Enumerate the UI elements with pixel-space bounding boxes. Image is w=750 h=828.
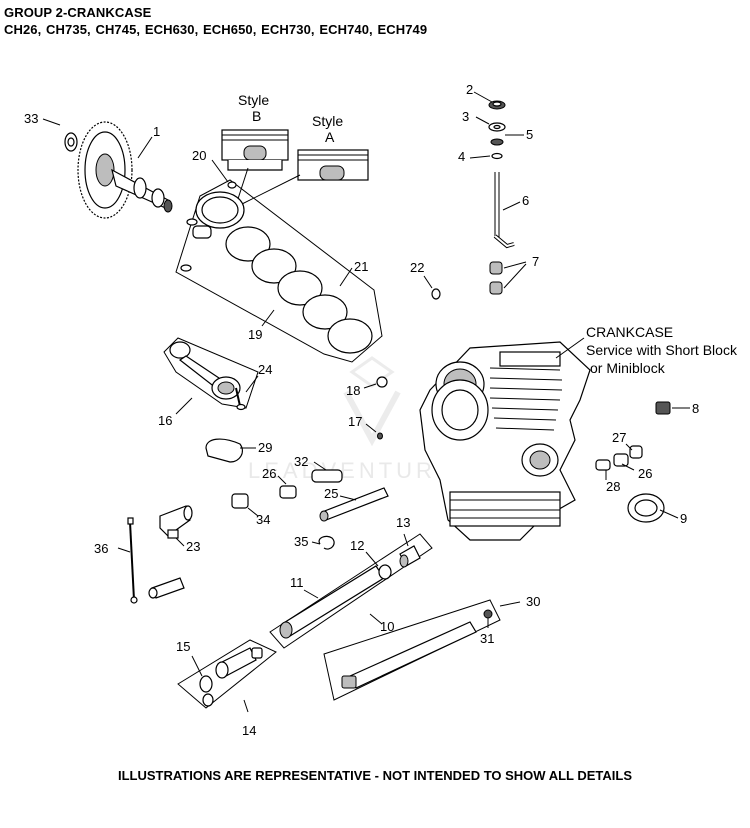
callout-27: 27 — [612, 430, 626, 445]
callout-25: 25 — [324, 486, 338, 501]
piston-style-b — [221, 129, 289, 171]
breather-gasket — [205, 438, 243, 463]
callout-22: 22 — [410, 260, 424, 275]
piston-style-a — [297, 149, 369, 181]
callout-20: 20 — [192, 148, 206, 163]
valve-cap — [488, 100, 506, 110]
piston-pin-clip — [227, 181, 237, 189]
dipstick-tube — [148, 577, 185, 599]
callout-35: 35 — [294, 534, 308, 549]
hydraulic-lifters — [489, 261, 503, 295]
callout-34: 34 — [256, 512, 270, 527]
crankcase-block — [419, 341, 591, 541]
crankcase-service-note-2: or Miniblock — [590, 360, 666, 376]
callout-24: 24 — [258, 362, 272, 377]
callout-3: 3 — [462, 109, 469, 124]
piston-body — [180, 191, 245, 272]
callout-21: 21 — [354, 259, 368, 274]
o-ring — [491, 152, 503, 160]
model-list: CH26, CH735, CH745, ECH630, ECH650, ECH7… — [4, 22, 428, 37]
piston-rings — [225, 226, 373, 354]
callout-7: 7 — [532, 254, 539, 269]
callout-1: 1 — [153, 124, 160, 139]
breather-tube — [341, 621, 477, 689]
expansion-plug — [431, 288, 441, 300]
page-title: GROUP 2-CRANKCASE — [4, 5, 152, 20]
pipe-plug — [377, 432, 383, 440]
callout-28: 28 — [606, 479, 620, 494]
breather-tube-group-frame — [323, 599, 501, 701]
sleeve-bushings — [311, 469, 343, 483]
valve-washer — [488, 122, 506, 132]
dipstick — [127, 517, 138, 604]
callout-numbers: 1 2 3 4 5 6 7 8 9 10 11 12 13 14 15 16 1… — [24, 82, 699, 738]
callout-12: 12 — [350, 538, 364, 553]
callout-14: 14 — [242, 723, 256, 738]
oil-tube — [319, 487, 389, 522]
callout-13: 13 — [396, 515, 410, 530]
callout-8: 8 — [692, 401, 699, 416]
callout-15: 15 — [176, 639, 190, 654]
connecting-rod — [169, 341, 241, 400]
bushing — [279, 485, 297, 499]
callout-5: 5 — [526, 127, 533, 142]
callout-16: 16 — [158, 413, 172, 428]
callout-26-left: 26 — [262, 466, 276, 481]
camshaft-washer — [64, 132, 78, 152]
connecting-rod-frame — [163, 337, 259, 409]
style-b-letter: B — [252, 108, 261, 124]
crankcase-title: CRANKCASE — [586, 324, 673, 340]
breather-bolt — [483, 609, 493, 619]
callout-23: 23 — [186, 539, 200, 554]
hose-clamp — [318, 535, 335, 550]
header: GROUP 2-CRANKCASE CH26, CH735, CH745, EC… — [4, 4, 427, 38]
oil-drain-plug — [655, 401, 671, 415]
flange-bushing — [231, 493, 249, 509]
callout-11: 11 — [290, 575, 304, 590]
tube-clamp — [378, 564, 392, 580]
oil-pressure-group-frame — [177, 639, 277, 709]
callout-30: 30 — [526, 594, 540, 609]
camshaft-gear — [77, 121, 173, 219]
callout-4: 4 — [458, 149, 465, 164]
dowel-pins — [595, 445, 643, 471]
pushrod — [493, 172, 515, 249]
callout-33: 33 — [24, 111, 38, 126]
callout-18: 18 — [346, 383, 360, 398]
callout-10: 10 — [380, 619, 394, 634]
style-a-label: Style — [312, 113, 343, 129]
connecting-rod-bolt — [235, 387, 246, 411]
style-a-letter: A — [325, 129, 335, 145]
callout-32: 32 — [294, 454, 308, 469]
callout-6: 6 — [522, 193, 529, 208]
callout-2: 2 — [466, 82, 473, 97]
valve-seal — [490, 138, 504, 146]
piston-ring-group-frame — [175, 179, 383, 363]
oil-seal — [627, 493, 665, 523]
oil-pressure-switch — [215, 647, 263, 679]
callout-9: 9 — [680, 511, 687, 526]
disclaimer: ILLUSTRATIONS ARE REPRESENTATIVE - NOT I… — [118, 768, 632, 783]
switch-wire-clip — [199, 675, 214, 707]
watermark-text: LEADVENTURE — [248, 458, 455, 483]
oil-filter-adapter — [159, 505, 193, 539]
callout-17: 17 — [348, 414, 362, 429]
callout-19: 19 — [248, 327, 262, 342]
callout-36: 36 — [94, 541, 108, 556]
watermark: LEADVENTURE — [248, 356, 455, 483]
style-b-label: Style — [238, 92, 269, 108]
pickup-fitting — [399, 545, 421, 568]
crankcase-service-note: Service with Short Block — [586, 342, 738, 358]
callout-26-right: 26 — [638, 466, 652, 481]
callout-31: 31 — [480, 631, 494, 646]
breather-grommet — [376, 376, 388, 388]
callout-29: 29 — [258, 440, 272, 455]
oil-pickup-group-frame — [269, 533, 433, 649]
